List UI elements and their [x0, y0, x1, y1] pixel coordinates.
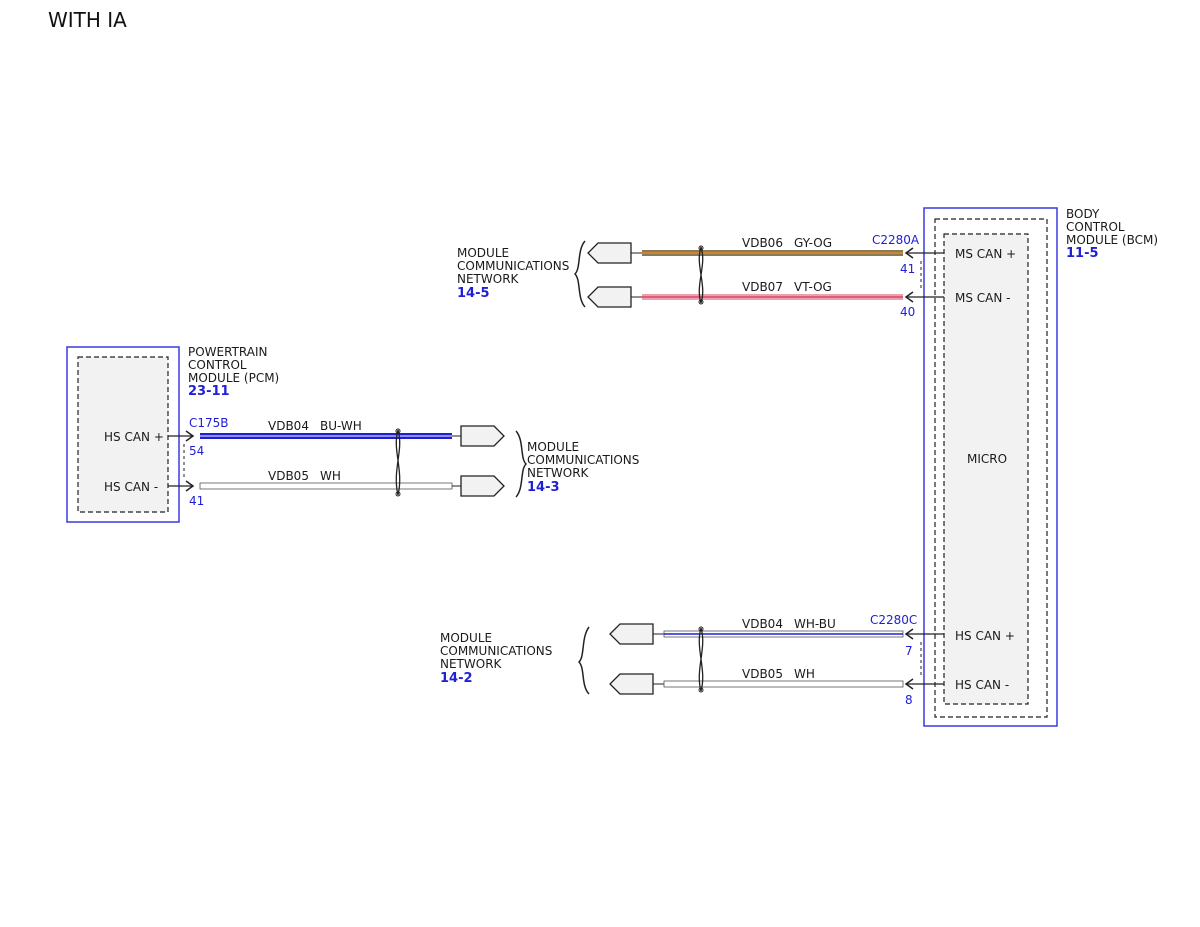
bcm-arrow-ms-plus — [904, 247, 914, 259]
wire-bcm-hs-minus-color: WH — [794, 667, 815, 681]
pcm-name-line-3: MODULE (PCM) — [188, 371, 279, 385]
bcm-arrow-hs-plus — [904, 628, 914, 640]
bcm-module[interactable]: MS CAN + MS CAN - MICRO HS CAN + HS CAN … — [923, 207, 1058, 727]
pcm-ref-link[interactable]: 23-11 — [188, 384, 230, 399]
pcm-pin-54: 54 — [189, 444, 204, 458]
bcm-inner-dashed-box — [943, 233, 1029, 705]
net-14-5-line-3: NETWORK — [457, 272, 520, 286]
twist-end-top — [395, 428, 401, 434]
net-14-2-line-3: NETWORK — [440, 657, 503, 671]
bcm-pin-8: 8 — [905, 693, 913, 707]
twisted-pair-symbol-pcm — [395, 429, 401, 496]
bcm-pin-label-ms-can-plus: MS CAN + — [955, 247, 1016, 261]
wire-ms-minus-circuit: VDB07 — [742, 280, 783, 294]
twist-hs-end-bottom — [698, 687, 704, 693]
bcm-micro-label: MICRO — [967, 452, 1007, 466]
pcm-name-line-1: POWERTRAIN — [188, 345, 268, 359]
net-14-2-line-1: MODULE — [440, 631, 492, 645]
twist-hs-end-top — [698, 626, 704, 632]
wire-pcm-hs-plus-color: BU-WH — [320, 419, 362, 433]
net-14-5-ref-link[interactable]: 14-5 — [457, 286, 490, 301]
net-14-2-ref-link[interactable]: 14-2 — [440, 671, 473, 686]
pcm-pin-label-hs-can-plus: HS CAN + — [104, 430, 164, 444]
wire-pcm-hs-minus[interactable] — [199, 482, 453, 490]
pcm-connector-id: C175B — [189, 416, 229, 430]
brace-14-3 — [515, 430, 528, 498]
net-14-5-line-2: COMMUNICATIONS — [457, 259, 569, 273]
wire-pcm-hs-plus-circuit: VDB04 — [268, 419, 309, 433]
brace-14-2 — [577, 626, 590, 695]
wire-bcm-ms-plus[interactable] — [642, 250, 903, 256]
wire-pcm-hs-minus-circuit: VDB05 — [268, 469, 309, 483]
brace-14-5 — [573, 240, 586, 308]
wire-bcm-hs-minus-body — [663, 680, 904, 688]
connector-shape-14-2-plus[interactable] — [609, 623, 654, 645]
bcm-name-line-2: CONTROL — [1066, 220, 1125, 234]
bcm-pin-label-hs-can-plus: HS CAN + — [955, 629, 1015, 643]
pcm-pin-41: 41 — [189, 494, 204, 508]
twisted-pair-symbol-hs-bcm — [698, 627, 704, 692]
connector-shape-14-3-minus[interactable] — [460, 475, 505, 497]
wire-bcm-hs-minus[interactable] — [663, 680, 904, 688]
connector-shape-14-5-plus[interactable] — [587, 242, 632, 264]
bcm-pin-7: 7 — [905, 644, 913, 658]
twisted-pair-symbol-ms — [698, 246, 704, 304]
pcm-inner-box — [77, 356, 169, 513]
twist-end-bottom — [395, 491, 401, 497]
bcm-pin-41: 41 — [900, 262, 915, 276]
pcm-name-line-2: CONTROL — [188, 358, 247, 372]
bcm-arrow-ms-minus — [904, 291, 914, 303]
wire-bcm-ms-minus[interactable] — [642, 294, 903, 300]
wire-bcm-hs-minus-circuit: VDB05 — [742, 667, 783, 681]
wire-ms-minus-color: VT-OG — [794, 280, 832, 294]
bcm-pin-label-hs-can-minus: HS CAN - — [955, 678, 1009, 692]
pcm-module[interactable]: HS CAN + HS CAN - — [66, 346, 180, 523]
wire-ms-plus-color: GY-OG — [794, 236, 832, 250]
bcm-connector-c-id: C2280C — [870, 613, 917, 627]
wire-bcm-hs-plus[interactable] — [663, 630, 904, 638]
net-14-3-line-2: COMMUNICATIONS — [527, 453, 639, 467]
bcm-connector-a-id: C2280A — [872, 233, 920, 247]
wire-bcm-hs-plus-color: WH-BU — [794, 617, 836, 631]
pcm-pin-arrow-plus — [185, 430, 195, 442]
bcm-ref-link[interactable]: 11-5 — [1066, 246, 1099, 261]
net-14-3-line-3: NETWORK — [527, 466, 590, 480]
bcm-arrow-hs-minus — [904, 678, 914, 690]
connector-shape-14-2-minus[interactable] — [609, 673, 654, 695]
connector-shape-14-3-plus[interactable] — [460, 425, 505, 447]
bcm-pin-40: 40 — [900, 305, 915, 319]
connector-shape-14-5-minus[interactable] — [587, 286, 632, 308]
twist-ms-end-top — [698, 245, 704, 251]
net-14-2-line-2: COMMUNICATIONS — [440, 644, 552, 658]
pcm-pin-arrow-minus — [185, 480, 195, 492]
bcm-name-line-1: BODY — [1066, 207, 1100, 221]
net-14-3-ref-link[interactable]: 14-3 — [527, 480, 560, 495]
bcm-name-line-3: MODULE (BCM) — [1066, 233, 1158, 247]
bcm-pin-label-ms-can-minus: MS CAN - — [955, 291, 1011, 305]
pcm-pin-label-hs-can-minus: HS CAN - — [104, 480, 158, 494]
net-14-5-line-1: MODULE — [457, 246, 509, 260]
wire-bcm-hs-plus-circuit: VDB04 — [742, 617, 783, 631]
wire-pcm-hs-plus[interactable] — [200, 433, 452, 439]
twist-ms-end-bottom — [698, 299, 704, 305]
wire-ms-plus-circuit: VDB06 — [742, 236, 783, 250]
wire-pcm-hs-minus-body — [199, 482, 453, 490]
wire-pcm-hs-minus-color: WH — [320, 469, 341, 483]
page-title: WITH IA — [48, 8, 127, 32]
net-14-3-line-1: MODULE — [527, 440, 579, 454]
